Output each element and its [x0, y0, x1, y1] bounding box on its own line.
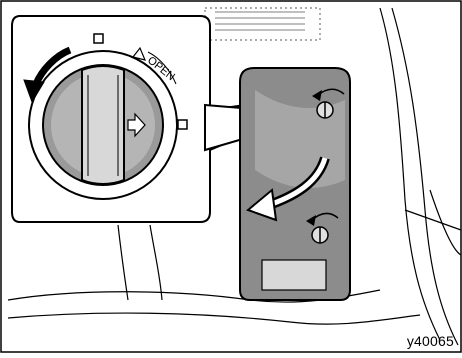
- closed-indicator-icon: [94, 34, 103, 43]
- figure-code-label: y40065: [407, 333, 454, 349]
- open-indicator-icon: [178, 120, 187, 129]
- cover-label-plate: [262, 260, 326, 290]
